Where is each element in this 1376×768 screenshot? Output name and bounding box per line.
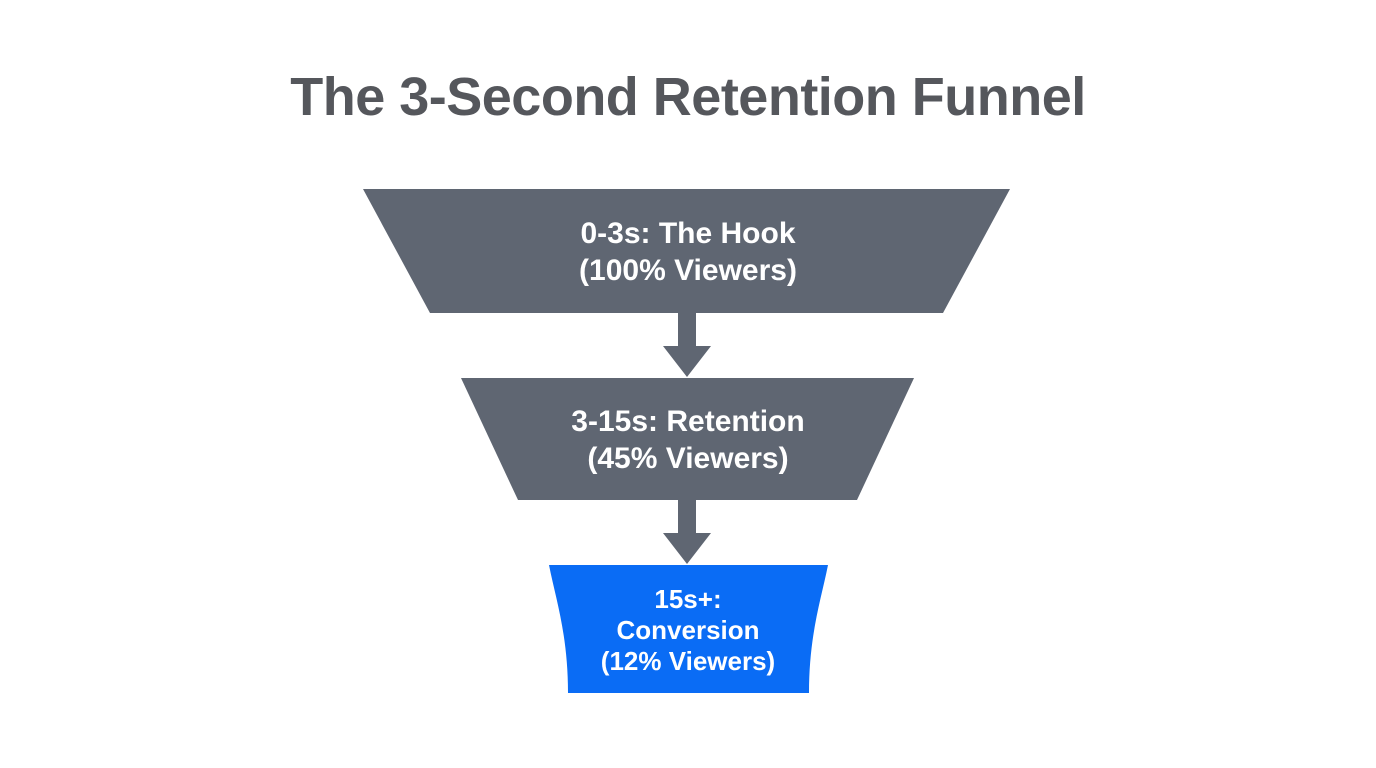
down-arrow-icon: [663, 313, 711, 377]
down-arrow-icon: [663, 500, 711, 564]
funnel-stage-hook-shape: [363, 189, 1010, 313]
funnel-stage-retention-shape: [461, 378, 914, 500]
page-title: The 3-Second Retention Funnel: [290, 67, 1086, 127]
funnel-stage-conversion-shape: [549, 565, 828, 693]
